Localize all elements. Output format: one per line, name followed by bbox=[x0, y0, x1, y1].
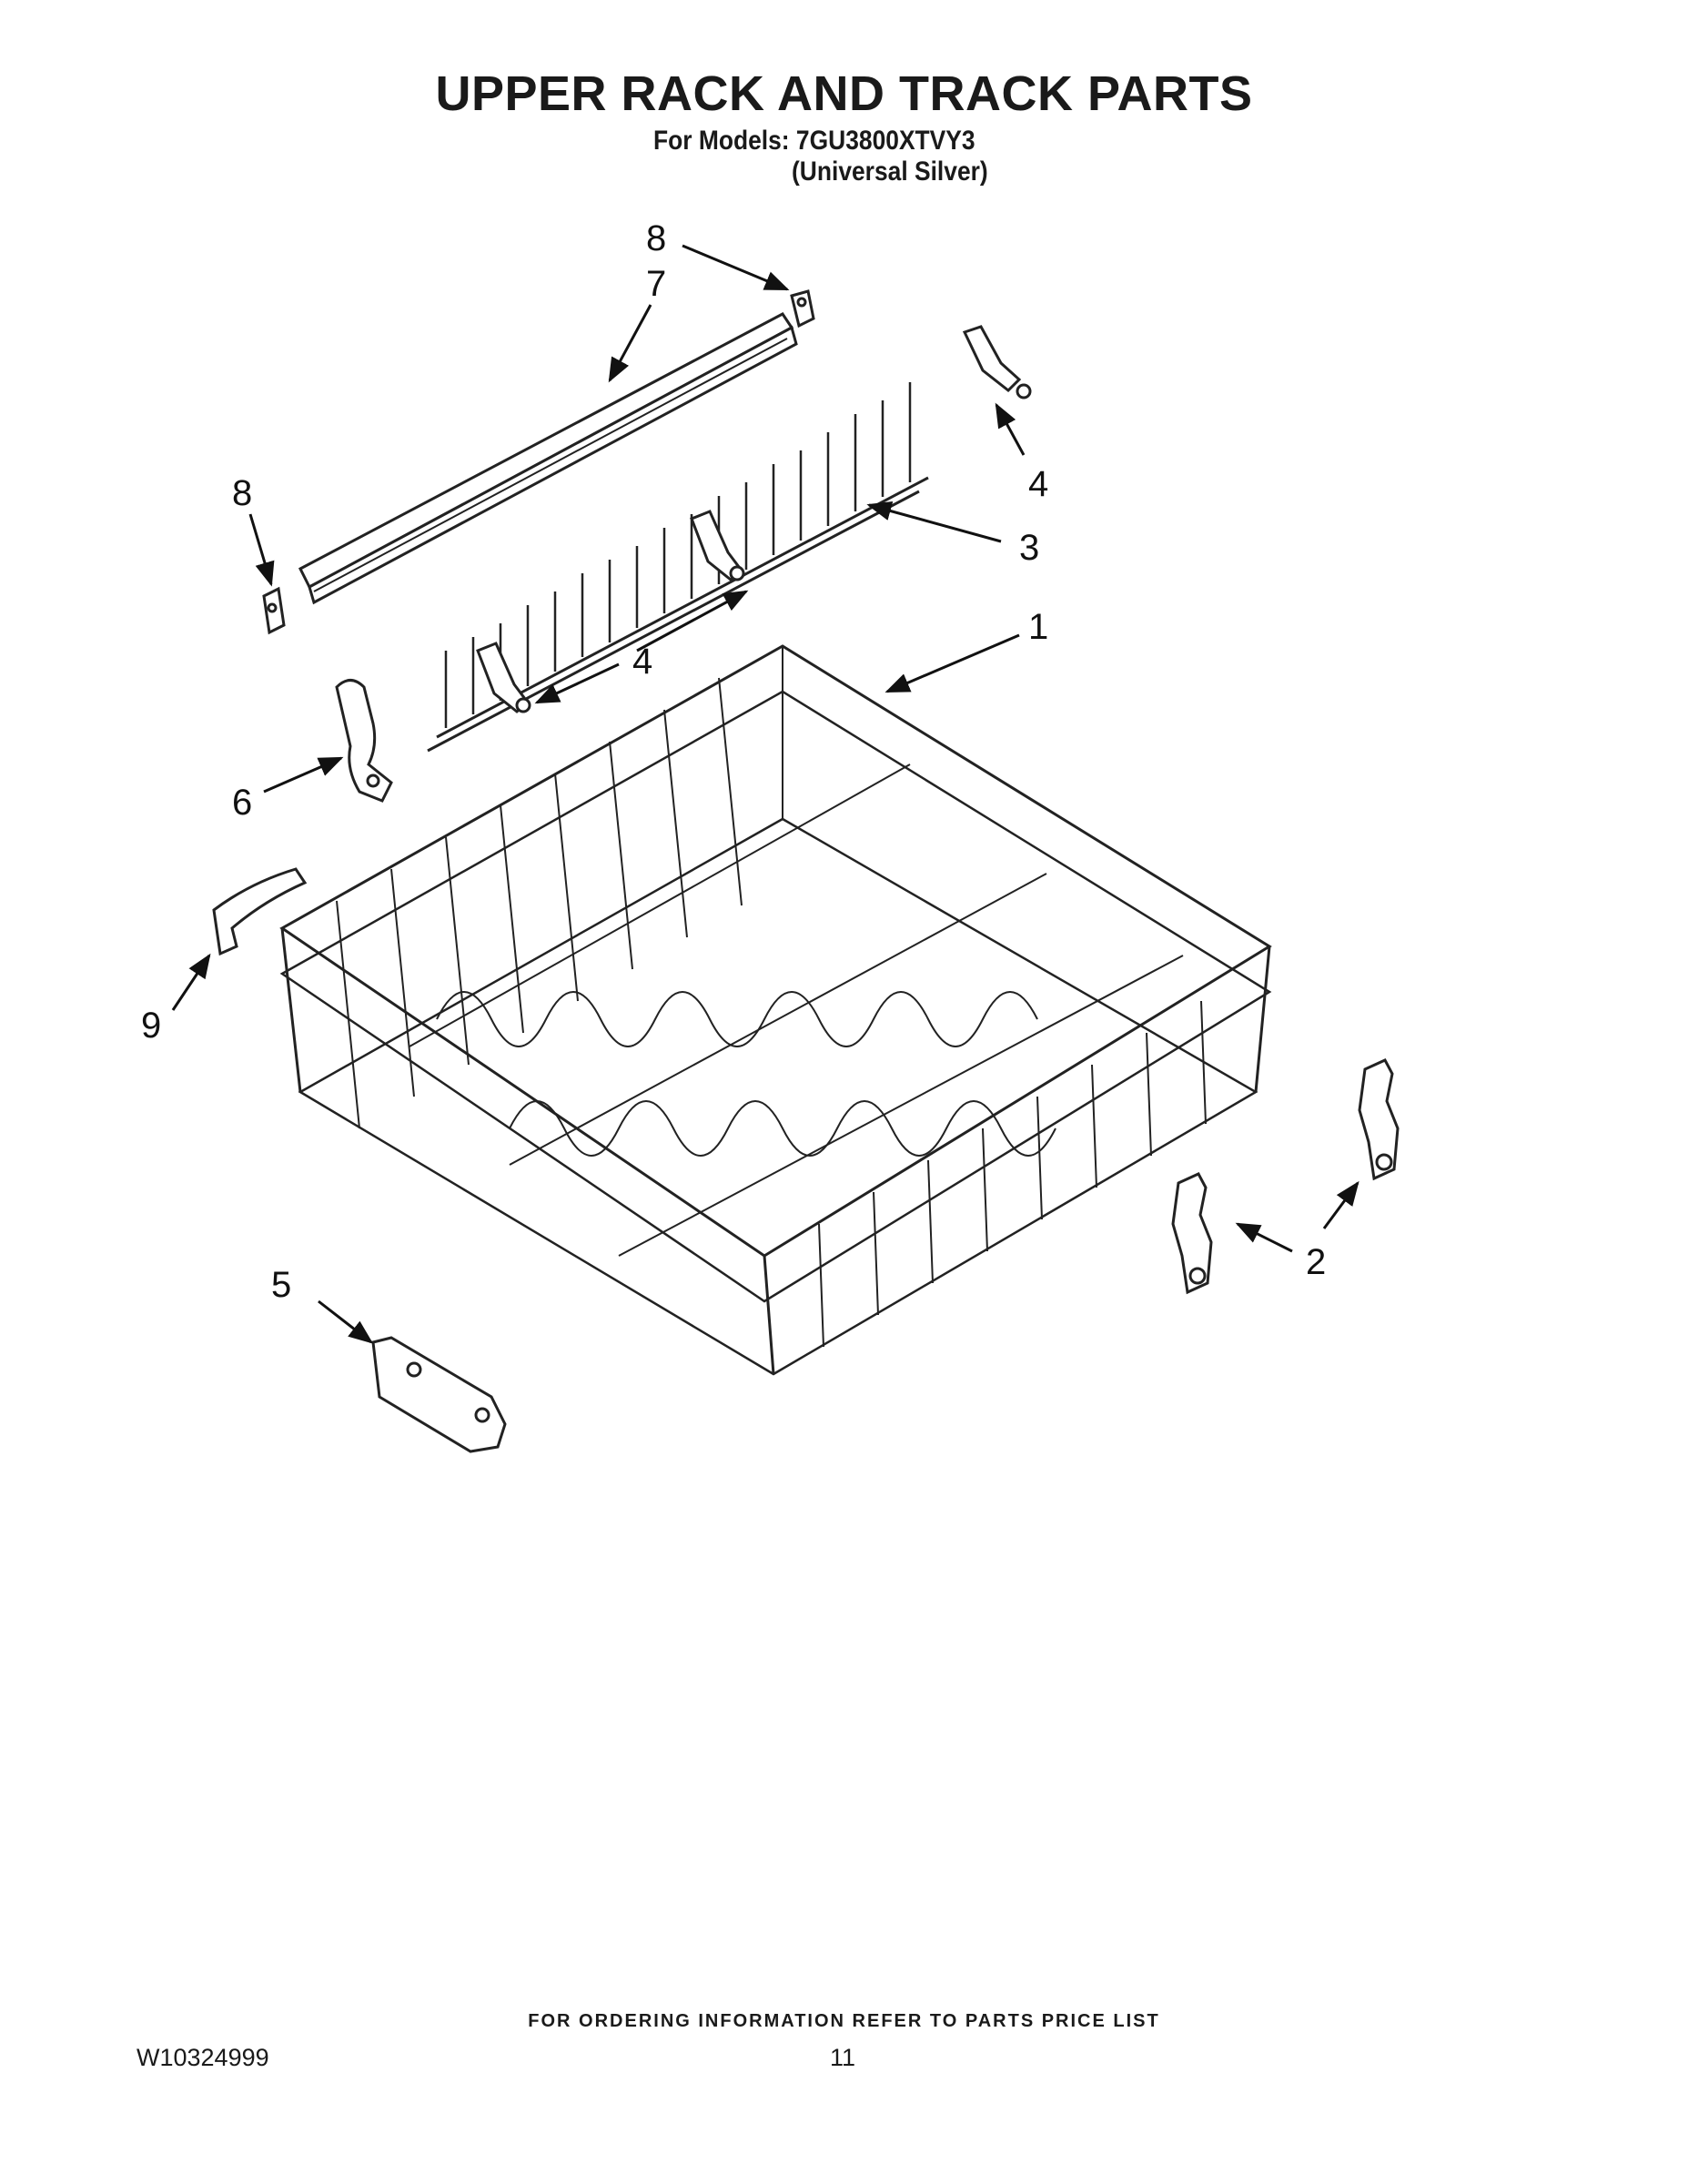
loose-clip-part bbox=[962, 325, 1032, 399]
tine-row-part bbox=[427, 382, 929, 753]
adjuster-lever-part bbox=[335, 679, 393, 803]
callout-8-left: 8 bbox=[232, 473, 252, 513]
color-line: (Universal Silver) bbox=[792, 157, 988, 187]
callout-6: 6 bbox=[232, 783, 252, 823]
callout-9: 9 bbox=[141, 1006, 161, 1046]
tine-clip-part bbox=[476, 510, 745, 713]
end-cap-top-part bbox=[790, 289, 815, 329]
upper-rack-part bbox=[279, 644, 1272, 1376]
document-number: W10324999 bbox=[136, 2044, 269, 2071]
models-line: For Models: 7GU3800XTVY3 bbox=[653, 126, 975, 156]
callout-numbers: 8 7 8 4 3 1 4 6 9 5 2 bbox=[141, 218, 1326, 1305]
callout-1: 1 bbox=[1028, 607, 1048, 647]
end-cap-bottom-part bbox=[262, 586, 286, 635]
callout-8-top: 8 bbox=[646, 218, 666, 258]
callout-7: 7 bbox=[646, 264, 666, 304]
ordering-note: FOR ORDERING INFORMATION REFER TO PARTS … bbox=[528, 2011, 1160, 2031]
callout-4-center: 4 bbox=[632, 642, 652, 682]
leader-arrows bbox=[171, 244, 1359, 1344]
callout-2: 2 bbox=[1306, 1242, 1326, 1282]
callout-4-right: 4 bbox=[1028, 464, 1048, 504]
rack-handle-part bbox=[212, 867, 308, 956]
track-stop-part bbox=[371, 1336, 507, 1453]
rack-roller-part bbox=[1171, 1058, 1400, 1295]
page-title: UPPER RACK AND TRACK PARTS bbox=[435, 66, 1253, 121]
callout-5: 5 bbox=[271, 1265, 291, 1305]
track-rail-part bbox=[298, 312, 798, 605]
page-number: 11 bbox=[830, 2044, 856, 2071]
callout-3: 3 bbox=[1019, 528, 1039, 568]
